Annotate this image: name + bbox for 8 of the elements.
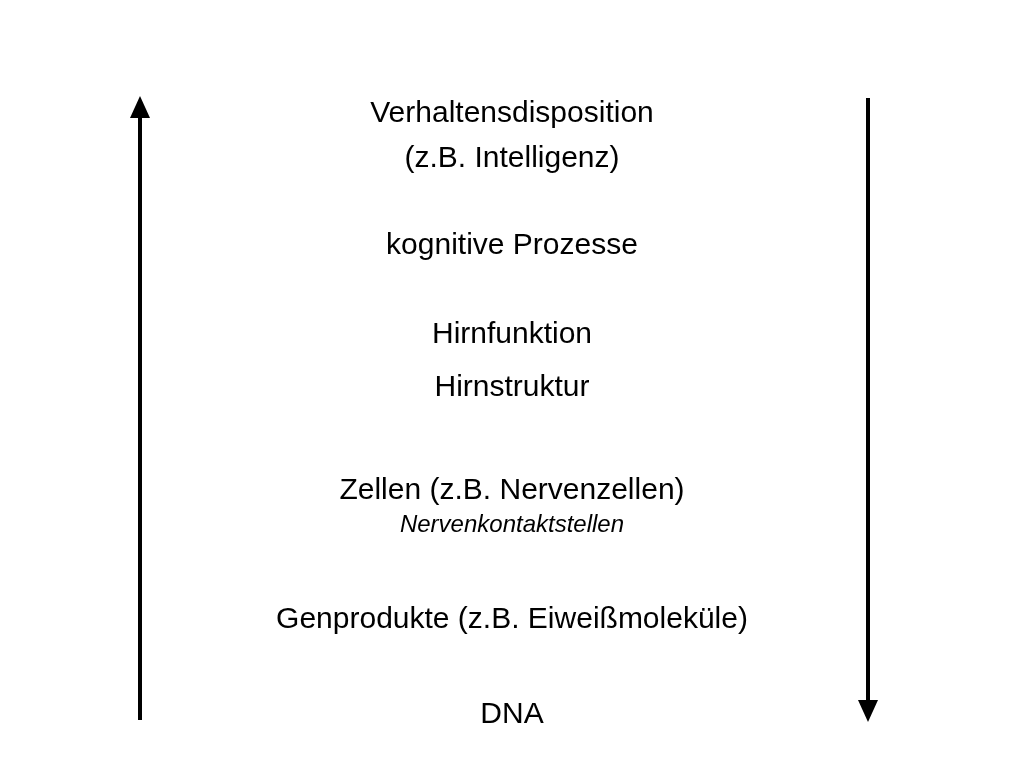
level-label: Hirnstruktur xyxy=(434,367,590,404)
level-label: Nervenkontaktstellen xyxy=(399,509,625,539)
level-label: Zellen (z.B. Nervenzellen) xyxy=(339,470,685,507)
level-label: Hirnfunktion xyxy=(431,314,593,351)
level-label: Verhaltensdisposition (z.B. Intelligenz) xyxy=(369,94,655,175)
level-label: DNA xyxy=(480,694,544,731)
level-label: kognitive Prozesse xyxy=(386,225,638,262)
level-label: Genprodukte (z.B. Eiweißmoleküle) xyxy=(276,599,748,636)
